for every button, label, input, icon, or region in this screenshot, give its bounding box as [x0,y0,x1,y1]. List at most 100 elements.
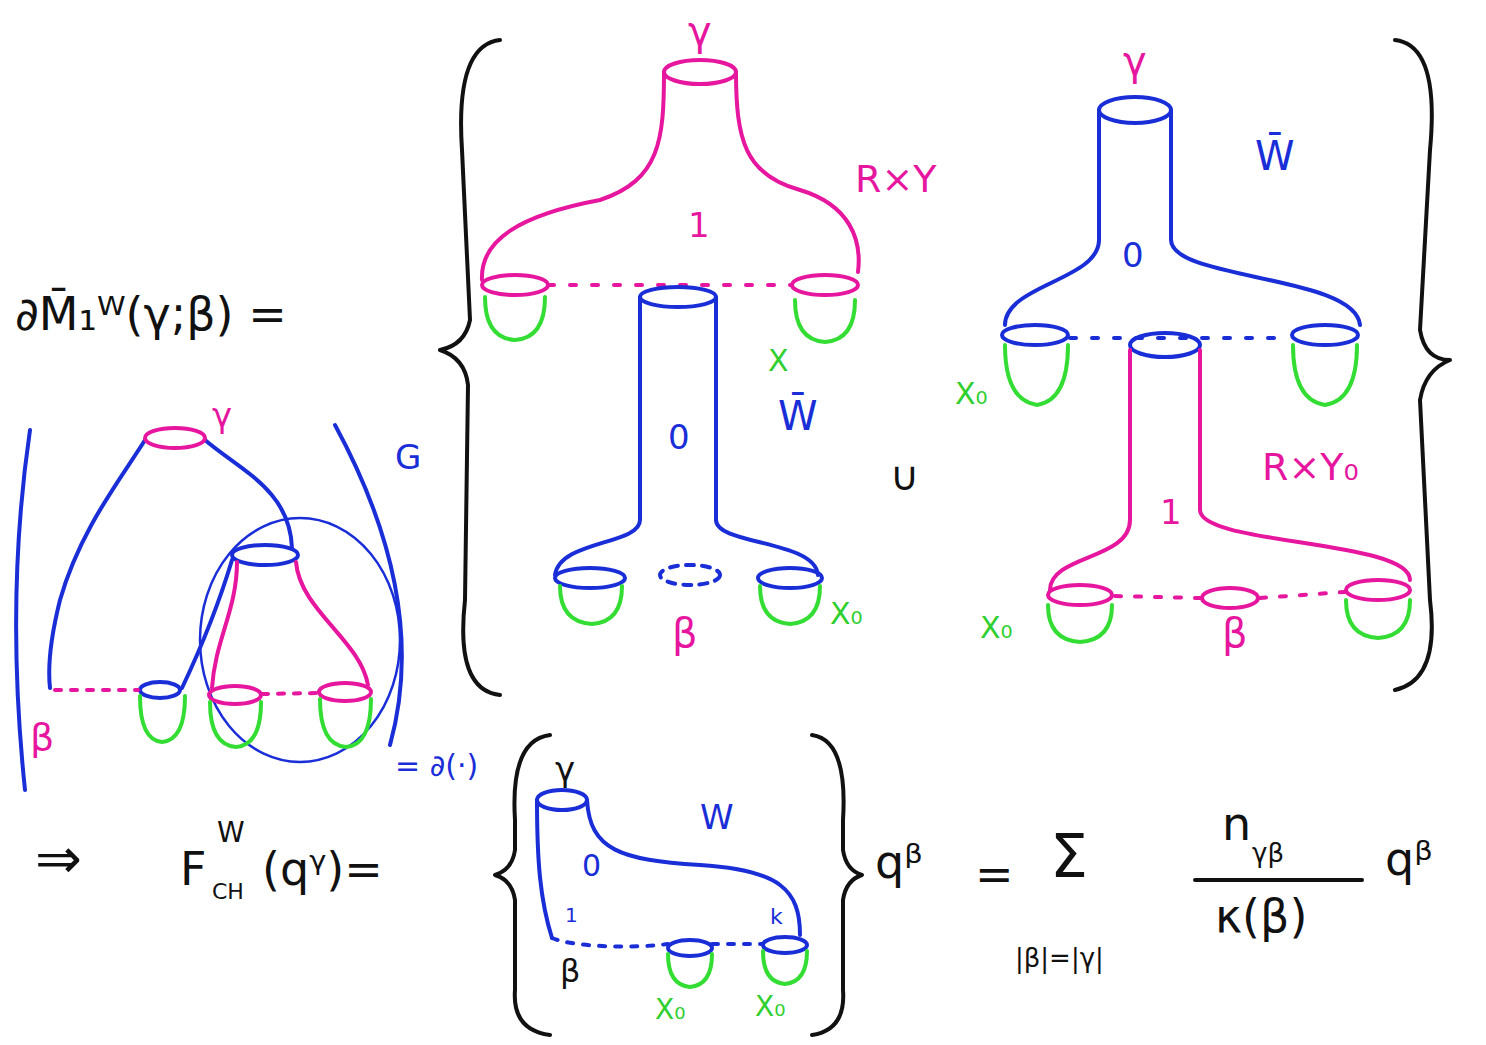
cap [760,586,820,624]
cap [668,954,712,987]
surface [537,790,587,810]
subscript: γβ [1252,840,1284,867]
level-index: 1 [688,208,710,244]
cobordism-level [1292,325,1358,345]
equals-sign: = [975,850,1014,898]
cobordism-level [555,568,625,588]
symplectization-level [482,72,664,280]
cobordism-level [1171,110,1360,325]
bracket [200,518,400,762]
cap [1005,345,1068,405]
cobordism-level [555,287,822,588]
symplectization-level [664,60,736,84]
orbit-label: β [30,718,54,758]
cap [1048,605,1112,642]
level-label: R×Y [855,160,936,200]
surface [537,790,807,956]
cap [485,297,545,340]
puncture-index: 1 [565,905,578,926]
building [55,688,138,692]
symplectization-level [1050,350,1130,590]
symplectization-level [1200,350,1410,580]
symplectization-level [1115,592,1345,598]
union-sign: ∪ [890,455,919,497]
symplectization-level [1048,585,1112,605]
cobordism-level [660,565,720,585]
building [49,440,298,698]
cap [795,300,855,342]
cobordism-level [1005,110,1099,325]
cap [140,696,185,742]
orbit-label: γ [212,398,232,434]
sum-range: |β|=|γ| [1015,945,1104,972]
subscript: CH [212,880,244,903]
symplectization-level [482,60,859,295]
building [296,562,368,685]
formula: F [180,845,206,893]
cobordism-level [1070,336,1290,340]
cap [140,696,371,747]
symplectization-level [1202,588,1258,608]
surface-label: W [700,800,734,836]
level-index: 0 [668,420,690,456]
surface [587,800,800,935]
surface [537,800,552,938]
operator-label: G [395,440,421,476]
brace [812,735,862,1035]
cap-label: X₀ [980,612,1013,644]
boundary-label: = ∂(·) [395,750,478,782]
sum-sign: Σ [1050,825,1088,888]
orbit-label: β [560,955,580,989]
surface [763,937,807,953]
building [205,440,292,548]
brace [440,40,500,695]
surface [552,938,763,946]
building [49,440,145,688]
cobordism-level [716,297,818,575]
cap-label: X₀ [655,995,685,1024]
symplectization-level [1048,350,1410,608]
formula: ∂M̄₁ᵂ(γ;β) = [15,290,287,338]
cap-label: X₀ [755,992,785,1021]
cobordism-level [1099,97,1171,123]
level-index: 1 [1160,495,1182,531]
cobordism-level [640,287,716,307]
symplectization-level [482,275,548,295]
cobordism-level [555,297,640,575]
building [212,562,237,688]
brace [440,40,1450,1035]
cap [668,951,807,987]
cap [210,702,261,747]
superscript: W [217,818,245,847]
symplectization-level [1346,580,1410,600]
formula: qᵝ [875,838,923,886]
cap [1293,345,1357,405]
building [145,428,205,448]
cap [560,586,622,624]
symplectization-level [792,275,858,295]
puncture-index: 0 [582,850,601,882]
level-label: R×Y₀ [1262,448,1359,488]
surface [668,940,712,956]
brace [1395,40,1450,690]
cobordism-level [758,568,822,588]
orbit-label: β [1222,612,1248,654]
fraction-bar [1195,878,1362,882]
formula: qᵝ [1385,835,1433,883]
fraction-bar [1195,878,1362,882]
orbit-label: γ [555,752,575,788]
building [232,545,298,565]
puncture-index: k [770,905,783,928]
bracket [16,430,30,790]
level-label: W̄ [778,395,818,437]
building [319,683,371,701]
building [140,682,180,698]
formula: (qᵞ)= [262,845,383,893]
building [55,428,371,704]
formula: n [1222,800,1251,848]
cap [1346,600,1410,638]
orbit-label: γ [688,10,712,52]
cobordism-level [1002,325,1068,345]
